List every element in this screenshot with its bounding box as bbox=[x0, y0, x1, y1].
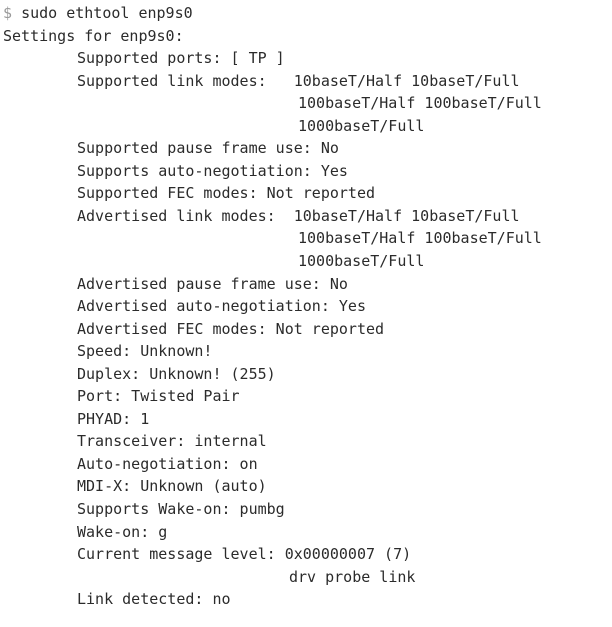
command-text: sudo ethtool enp9s0 bbox=[21, 4, 193, 22]
mdi-x: MDI-X: Unknown (auto) bbox=[77, 477, 267, 496]
output-line: 100baseT/Half 100baseT/Full bbox=[0, 227, 612, 250]
output-line: Advertised FEC modes: Not reported bbox=[0, 318, 612, 341]
supported-link-modes: Supported link modes: 10baseT/Half 10bas… bbox=[77, 71, 520, 90]
output-line: 1000baseT/Full bbox=[0, 250, 612, 273]
output-line: Supports auto-negotiation: Yes bbox=[0, 160, 612, 183]
advertised-link-modes-cont: 1000baseT/Full bbox=[298, 252, 425, 271]
output-header: Settings for enp9s0: bbox=[0, 25, 612, 48]
output-line: Transceiver: internal bbox=[0, 430, 612, 453]
supported-ports: Supported ports: [ TP ] bbox=[77, 49, 285, 68]
supports-autoneg: Supports auto-negotiation: Yes bbox=[77, 161, 348, 180]
wake-on: Wake-on: g bbox=[77, 522, 168, 541]
advertised-fec: Advertised FEC modes: Not reported bbox=[77, 319, 385, 338]
shell-prompt: $ bbox=[3, 4, 13, 22]
output-line: 1000baseT/Full bbox=[0, 115, 612, 138]
output-line: PHYAD: 1 bbox=[0, 408, 612, 431]
duplex: Duplex: Unknown! (255) bbox=[77, 364, 276, 383]
auto-negotiation: Auto-negotiation: on bbox=[77, 454, 258, 473]
output-line: Advertised link modes: 10baseT/Half 10ba… bbox=[0, 205, 612, 228]
output-line: Advertised pause frame use: No bbox=[0, 273, 612, 296]
output-line: Wake-on: g bbox=[0, 521, 612, 544]
output-line: Port: Twisted Pair bbox=[0, 385, 612, 408]
advertised-link-modes: Advertised link modes: 10baseT/Half 10ba… bbox=[77, 206, 520, 225]
speed: Speed: Unknown! bbox=[77, 342, 213, 361]
supported-link-modes-cont: 1000baseT/Full bbox=[298, 116, 425, 135]
port: Port: Twisted Pair bbox=[77, 387, 240, 406]
supported-fec: Supported FEC modes: Not reported bbox=[77, 184, 376, 203]
advertised-pause-frame: Advertised pause frame use: No bbox=[77, 274, 348, 293]
command-line: $ sudo ethtool enp9s0 bbox=[0, 2, 612, 25]
output-line: MDI-X: Unknown (auto) bbox=[0, 475, 612, 498]
settings-header: Settings for enp9s0: bbox=[3, 26, 184, 45]
output-line: Link detected: no bbox=[0, 588, 612, 611]
output-line: Supported ports: [ TP ] bbox=[0, 47, 612, 70]
output-line: Supported link modes: 10baseT/Half 10bas… bbox=[0, 70, 612, 93]
supports-wake-on: Supports Wake-on: pumbg bbox=[77, 500, 285, 519]
phyad: PHYAD: 1 bbox=[77, 409, 150, 428]
message-level-cont: drv probe link bbox=[289, 567, 416, 586]
output-line: Advertised auto-negotiation: Yes bbox=[0, 295, 612, 318]
output-line: Speed: Unknown! bbox=[0, 340, 612, 363]
transceiver: Transceiver: internal bbox=[77, 432, 267, 451]
output-line: Current message level: 0x00000007 (7) bbox=[0, 543, 612, 566]
output-line: Auto-negotiation: on bbox=[0, 453, 612, 476]
supported-pause-frame: Supported pause frame use: No bbox=[77, 139, 339, 158]
advertised-autoneg: Advertised auto-negotiation: Yes bbox=[77, 297, 366, 316]
output-line: Supported pause frame use: No bbox=[0, 137, 612, 160]
advertised-link-modes-cont: 100baseT/Half 100baseT/Full bbox=[298, 229, 542, 248]
link-detected: Link detected: no bbox=[77, 590, 231, 609]
prompt-line: $ sudo ethtool enp9s0 bbox=[3, 2, 193, 25]
output-line: Duplex: Unknown! (255) bbox=[0, 363, 612, 386]
output-line: Supports Wake-on: pumbg bbox=[0, 498, 612, 521]
output-line: 100baseT/Half 100baseT/Full bbox=[0, 92, 612, 115]
supported-link-modes-cont: 100baseT/Half 100baseT/Full bbox=[298, 94, 542, 113]
message-level: Current message level: 0x00000007 (7) bbox=[77, 545, 412, 564]
output-line: Supported FEC modes: Not reported bbox=[0, 182, 612, 205]
output-line: drv probe link bbox=[0, 566, 612, 589]
